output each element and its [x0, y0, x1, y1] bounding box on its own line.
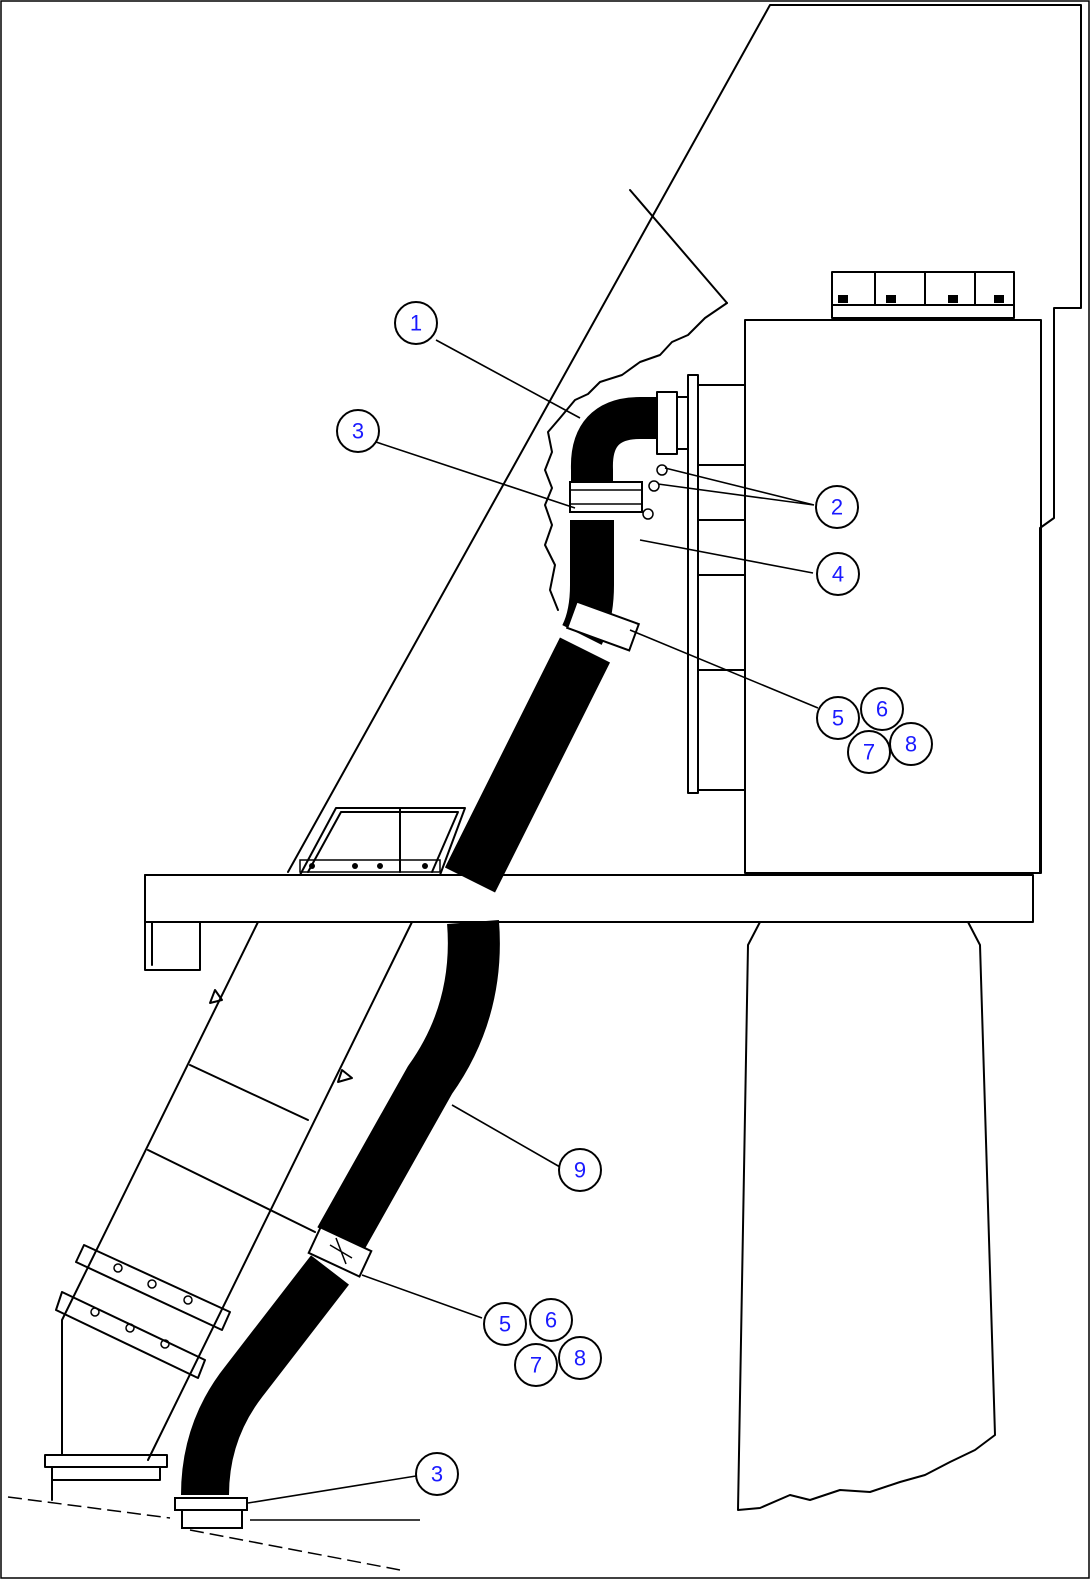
callout-label: 7: [863, 740, 875, 765]
cabinet: [744, 271, 1042, 874]
callout-c7b: 7: [514, 1343, 558, 1387]
callout-label: 3: [352, 419, 364, 444]
callout-c2: 2: [815, 485, 859, 529]
callout-label: 7: [530, 1353, 542, 1378]
callout-c3b: 3: [415, 1452, 459, 1496]
deck-bracket: [299, 807, 466, 876]
callout-c1: 1: [394, 301, 438, 345]
callout-c4: 4: [816, 552, 860, 596]
callout-label: 5: [499, 1312, 511, 1337]
inclined-cylinder: [44, 921, 413, 1501]
callout-c6a: 6: [860, 687, 904, 731]
callout-circle: [889, 722, 933, 766]
callout-circle: [816, 696, 860, 740]
callout-c8a: 8: [889, 722, 933, 766]
callout-c5b: 5: [483, 1302, 527, 1346]
callout-c5a: 5: [816, 696, 860, 740]
machine-body-outline: [287, 4, 1082, 873]
callout-c6b: 6: [529, 1298, 573, 1342]
callout-circle: [415, 1452, 459, 1496]
callout-label: 8: [574, 1346, 586, 1371]
callout-label: 2: [831, 495, 843, 520]
callout-label: 1: [410, 311, 422, 336]
callout-circle: [336, 409, 380, 453]
callout-circle: [529, 1298, 573, 1342]
callout-circle: [860, 687, 904, 731]
callout-label: 4: [832, 562, 844, 587]
callout-label: 5: [832, 706, 844, 731]
callout-c7a: 7: [847, 730, 891, 774]
callout-c9: 9: [558, 1148, 602, 1192]
callout-label: 8: [905, 732, 917, 757]
callout-circle: [558, 1148, 602, 1192]
platform-deck: [144, 874, 1034, 971]
callout-circle: [847, 730, 891, 774]
ground-line: [7, 1496, 420, 1571]
callout-circle: [394, 301, 438, 345]
callout-circle: [815, 485, 859, 529]
leader-lines: [247, 339, 819, 1504]
callout-label: 6: [545, 1308, 557, 1333]
callout-circle: [483, 1302, 527, 1346]
support-column: [737, 921, 996, 1511]
callout-label: 6: [876, 697, 888, 722]
callout-c3a: 3: [336, 409, 380, 453]
callout-c8b: 8: [558, 1336, 602, 1380]
callout-circle: [514, 1343, 558, 1387]
mounting-plate: [656, 374, 746, 794]
callout-label: 9: [574, 1158, 586, 1183]
callout-label: 3: [431, 1462, 443, 1487]
hose-assembly: [174, 397, 668, 1529]
callout-circle: [558, 1336, 602, 1380]
callout-circle: [816, 552, 860, 596]
